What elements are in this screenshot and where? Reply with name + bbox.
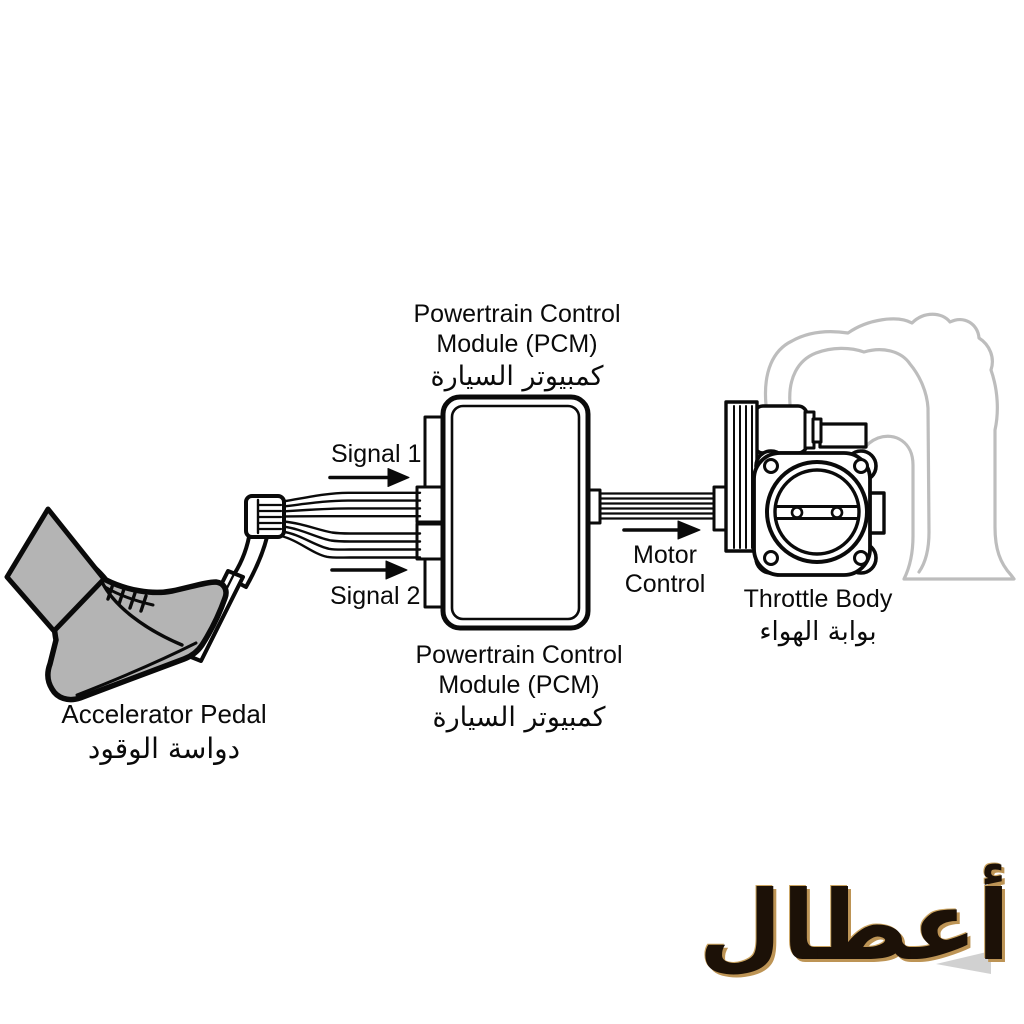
pcm-label-bottom: Powertrain Control Module (PCM) كمبيوتر … — [415, 640, 622, 736]
signal1-arrow — [328, 468, 410, 487]
pcm-signal1-port — [415, 485, 445, 524]
throttle-motor-cap2 — [811, 417, 823, 444]
pedal-wires — [279, 491, 422, 559]
accelerator-pedal-label-arabic: دواسة الوقود — [87, 732, 241, 765]
pcm-label-top: Powertrain Control Module (PCM) كمبيوتر … — [413, 299, 620, 395]
flow-arrows — [328, 468, 701, 580]
pcm-module — [415, 394, 602, 631]
signal2-label: Signal 2 — [330, 582, 421, 610]
pedal-connector — [244, 494, 286, 539]
motor-control-arrow — [622, 520, 701, 540]
air-duct-outer-wall — [763, 312, 1016, 581]
pcm-label-top-line2: Module (PCM) — [436, 330, 598, 358]
duct-adapter — [818, 422, 868, 449]
bolt-hole — [763, 550, 779, 566]
logo-watermark-triangle — [936, 951, 991, 974]
throttle-motor-cylinder — [752, 404, 809, 455]
shoe-laces — [106, 582, 148, 613]
pcm-inner-box — [450, 404, 581, 621]
air-duct — [763, 312, 1016, 581]
butterfly-screw — [830, 506, 844, 519]
accelerator-pedal-label-en: Accelerator Pedal — [61, 699, 267, 729]
throttle-body-label: Throttle Body بوابة الهواء — [744, 584, 893, 650]
motor-control-label-line2: Control — [624, 570, 706, 598]
pant-leg — [4, 506, 107, 634]
shoe-lace-line — [103, 585, 155, 607]
pcm-label-top-line1: Powertrain Control — [413, 300, 621, 328]
throttle-body-label-arabic: بوابة الهواء — [759, 617, 877, 647]
pcm-label-bottom-line1: Powertrain Control — [415, 641, 623, 669]
signal2-arrow — [330, 560, 408, 580]
throttle-bore-inner — [773, 468, 861, 556]
accelerator-pedal-foot — [4, 506, 229, 703]
bolt-hole — [763, 458, 779, 474]
butterfly-screw — [790, 506, 804, 519]
accelerator-pedal-label: Accelerator Pedal دواسة الوقود — [61, 699, 266, 769]
shoe-sole-line — [75, 641, 198, 697]
pcm-label-bottom-line2: Module (PCM) — [438, 671, 600, 699]
throttle-body — [712, 400, 886, 577]
site-logo-calligraphy: أعطال كوم — [698, 870, 1010, 1024]
pcm-label-bottom-arabic: كمبيوتر السيارة — [432, 702, 606, 733]
bolt-hole — [853, 550, 869, 566]
motor-control-label-line1: Motor — [633, 541, 697, 569]
signal1-label: Signal 1 — [331, 440, 422, 468]
air-duct-inner-wall — [788, 346, 931, 574]
motor-wires — [597, 492, 720, 520]
pcm-label-top-arabic: كمبيوتر السيارة — [430, 361, 604, 392]
throttle-body-label-en: Throttle Body — [743, 585, 893, 613]
motor-control-label: Motor Control — [625, 541, 706, 599]
bolt-hole — [853, 458, 869, 474]
